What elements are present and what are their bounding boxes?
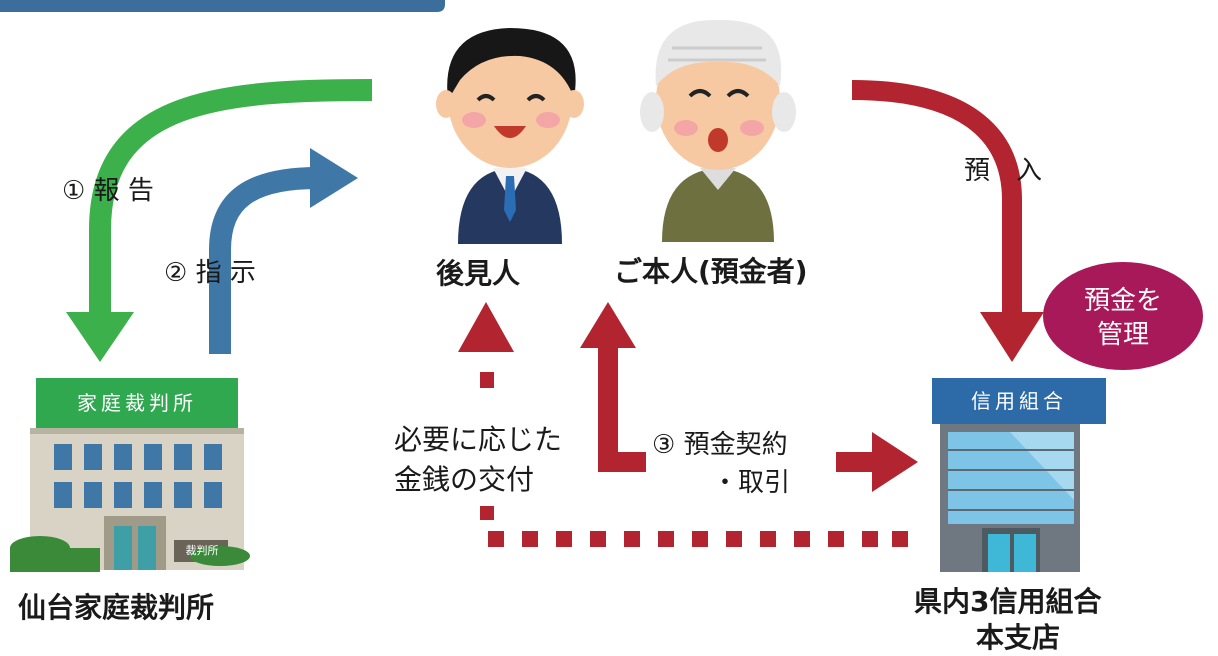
guardian-label: 後見人 <box>436 257 521 290</box>
payment-label-line-1: 必要に応じた <box>394 423 563 456</box>
instruction-label: ② 指 示 <box>164 258 256 288</box>
deposit-arrow <box>851 80 1044 362</box>
credit-union-building <box>932 378 1106 572</box>
report-label: ① 報 告 <box>62 176 154 206</box>
badge-line-1: 預金を <box>1083 286 1162 316</box>
court-small-sign: 裁判所 <box>185 544 219 557</box>
union-sign: 信用組合 <box>971 389 1067 413</box>
union-name-line-1: 県内3信用組合 <box>914 585 1102 618</box>
guardian-illustration <box>436 28 584 244</box>
badge-line-2: 管理 <box>1096 320 1149 350</box>
manage-deposit-badge: 預金を 管理 <box>1043 262 1203 370</box>
contract-arrow <box>580 302 918 492</box>
payment-label-line-2: 金銭の交付 <box>394 463 535 496</box>
report-arrow <box>66 79 373 362</box>
instruction-arrow <box>209 148 358 354</box>
union-name-line-2: 本支店 <box>976 621 1061 654</box>
deposit-label: 預 入 <box>964 156 1043 186</box>
contract-label-line-2: ・取引 <box>712 468 791 498</box>
court-building <box>10 378 250 572</box>
person-illustration <box>640 19 796 242</box>
header-bar <box>0 0 445 12</box>
contract-label-line-1: ③ 預金契約 <box>652 430 788 460</box>
court-name: 仙台家庭裁判所 <box>18 591 215 624</box>
court-sign: 家庭裁判所 <box>77 391 197 415</box>
person-label: ご本人(預金者) <box>614 255 808 288</box>
payment-arrow <box>458 302 908 547</box>
